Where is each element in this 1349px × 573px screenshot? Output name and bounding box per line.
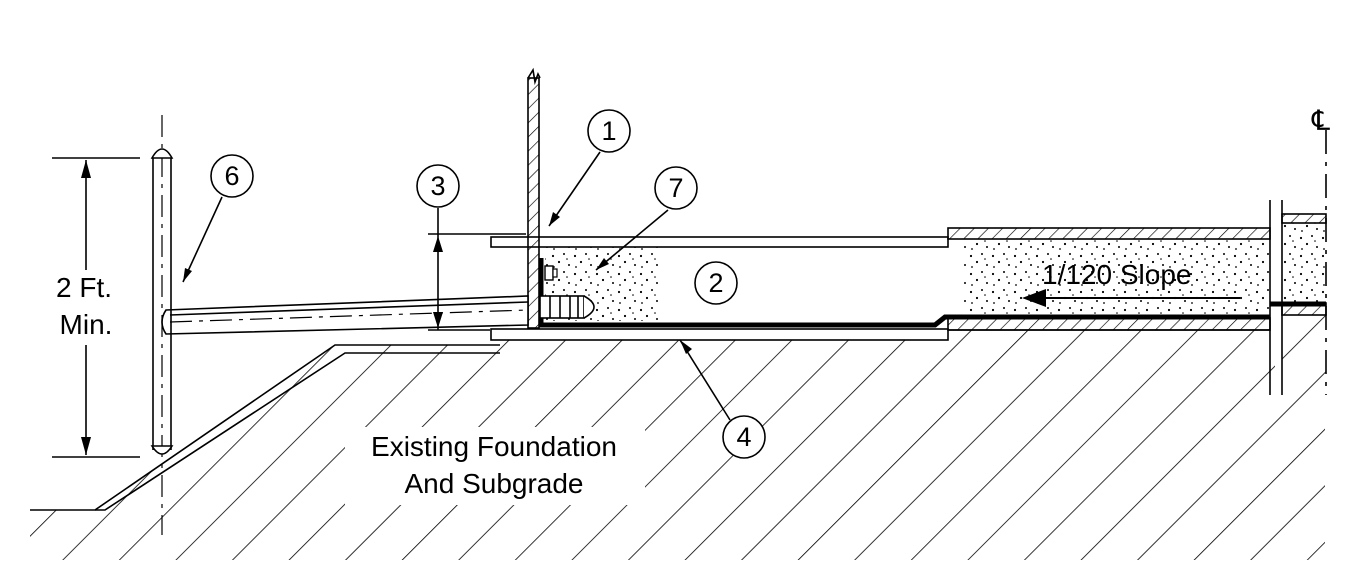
callout-4-number: 4: [736, 422, 751, 452]
drain-pipe: [161, 295, 529, 335]
callout-2: 2: [694, 261, 738, 305]
callout-6-number: 6: [224, 161, 239, 191]
callout-1: 1: [587, 109, 631, 153]
callout-3-number: 3: [430, 171, 445, 201]
callout-6: 6: [210, 154, 254, 198]
right-wall: [1269, 200, 1326, 395]
callout-7: 7: [654, 166, 698, 210]
foundation-label: Existing Foundation And Subgrade: [345, 427, 645, 505]
slope-arrow: 1/120 Slope: [1022, 259, 1240, 307]
centerline: ℄: [1311, 105, 1330, 395]
gravel-fill: [545, 222, 1326, 321]
subgrade: [0, 330, 1349, 573]
concrete-slab: [490, 317, 1271, 341]
vertical-wall: [527, 67, 541, 329]
callout-4: 4: [722, 415, 766, 459]
callout-2-number: 2: [708, 268, 723, 298]
slope-label: 1/120 Slope: [1042, 259, 1191, 290]
dimension-label-line2: Min.: [60, 309, 113, 340]
drain-fitting: [539, 265, 595, 319]
foundation-label-line1: Existing Foundation: [371, 431, 617, 462]
callout-1-number: 1: [601, 116, 616, 146]
callout-leaders: [182, 151, 731, 421]
centerline-symbol: ℄: [1311, 105, 1330, 136]
vertical-standpipe: [150, 115, 174, 535]
callout-7-number: 7: [668, 173, 683, 203]
cover-depth-dimension: [428, 208, 526, 331]
dimension-label-line1: 2 Ft.: [56, 272, 112, 303]
foundation-label-line2: And Subgrade: [404, 468, 583, 499]
callout-3: 3: [416, 164, 460, 208]
height-dimension: 2 Ft. Min.: [52, 157, 140, 458]
